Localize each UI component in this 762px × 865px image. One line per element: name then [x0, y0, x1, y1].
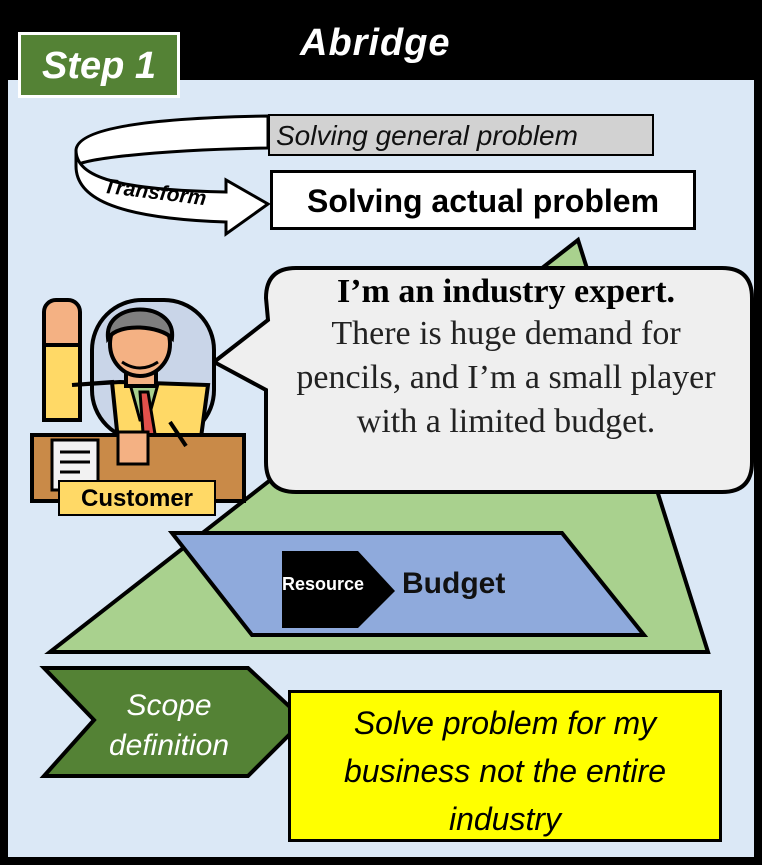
- speech-text: I’m an industry expert. There is huge de…: [262, 270, 750, 492]
- scope-definition-label: Scope definition: [108, 689, 230, 762]
- customer-label: Customer: [80, 485, 194, 512]
- speech-body: There is huge demand for pencils, and I’…: [296, 315, 716, 440]
- resource-tag-shape: [282, 551, 395, 628]
- general-problem-label: Solving general problem: [276, 120, 578, 151]
- customer-label-box: Customer: [58, 480, 216, 516]
- step-badge: Step 1: [18, 32, 180, 98]
- speech-headline: I’m an industry expert.: [336, 273, 676, 310]
- page-title: Abridge: [300, 22, 451, 64]
- actual-problem-box: Solving actual problem: [270, 170, 696, 230]
- resource-tag-label: Resource: [282, 574, 365, 594]
- actual-problem-label: Solving actual problem: [306, 183, 660, 219]
- general-problem-box: Solving general problem: [268, 114, 654, 156]
- scope-statement-box: Solve problem for my business not the en…: [288, 690, 722, 842]
- budget-label: Budget: [402, 567, 506, 600]
- speech-bubble: [210, 266, 754, 494]
- curved-arrow-front: [74, 149, 271, 237]
- step-label: Step 1: [41, 45, 157, 87]
- scope-statement: Solve problem for my business not the en…: [344, 705, 666, 837]
- curved-arrow-back: [74, 114, 270, 168]
- businessman-at-desk-icon: [30, 298, 246, 503]
- scope-arrow-shape: [39, 666, 307, 778]
